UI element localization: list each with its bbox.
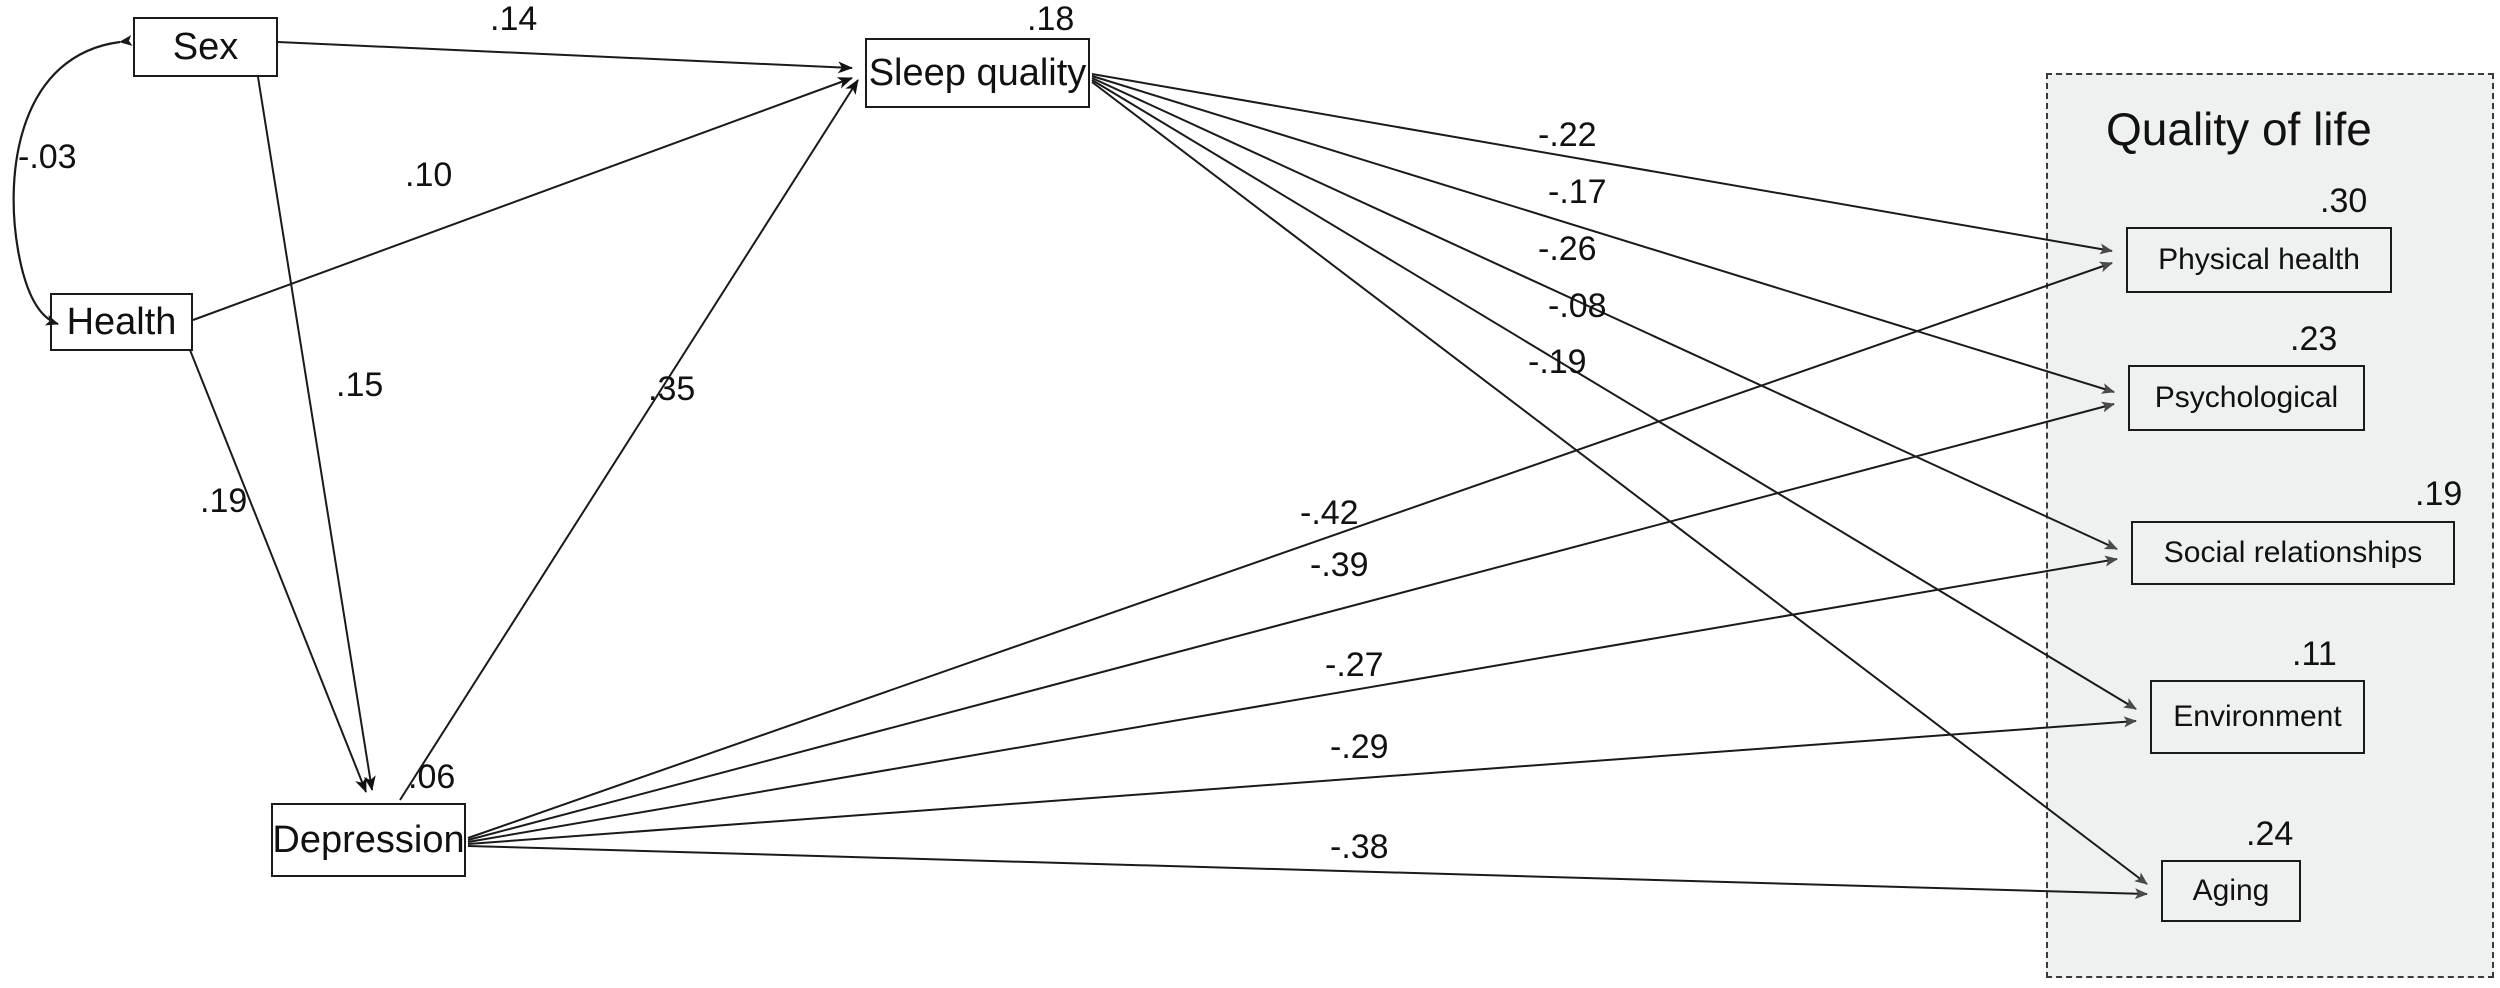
node-aging[interactable]: Aging: [2161, 860, 2301, 922]
path-label-sleep-environment: -.08: [1548, 287, 1607, 325]
edge-depression-environment: [467, 716, 2137, 845]
r2-label-environment: .11: [2292, 635, 2337, 673]
edge-sleep-aging: [1091, 81, 2148, 885]
edge-sleep-physical: [1091, 73, 2113, 255]
path-label-health-sleep: .10: [405, 156, 453, 194]
edge-sex-health-covariance: [12, 34, 133, 326]
r2-label-sleep-quality: .18: [1027, 0, 1075, 38]
node-psychological[interactable]: Psychological: [2128, 365, 2365, 431]
node-sex[interactable]: Sex: [133, 17, 278, 77]
edge-depression-aging: [467, 845, 2148, 900]
path-label-depression-physical: -.42: [1300, 494, 1359, 532]
node-sleep-quality[interactable]: Sleep quality: [865, 38, 1090, 108]
path-label-depression-aging: -.38: [1330, 828, 1389, 866]
edge-depression-social: [467, 555, 2118, 843]
r2-label-social-relationships: .19: [2415, 475, 2463, 513]
edge-sex-sleep: [277, 41, 853, 74]
node-social-relationships[interactable]: Social relationships: [2131, 521, 2455, 585]
path-label-depression-sleep: .35: [648, 370, 696, 408]
node-health[interactable]: Health: [50, 293, 193, 351]
path-label-sleep-physical: -.22: [1538, 116, 1597, 154]
r2-label-psychological: .23: [2290, 320, 2338, 358]
path-label-sex-health-covariance: -.03: [18, 138, 77, 176]
edge-health-depression: [189, 349, 367, 793]
path-label-depression-psychological: -.39: [1310, 546, 1369, 584]
quality-of-life-title: Quality of life: [2106, 103, 2372, 155]
path-label-sleep-social: -.26: [1538, 230, 1597, 268]
edge-depression-physical: [467, 261, 2113, 839]
path-label-depression-environment: -.29: [1330, 728, 1389, 766]
edge-depression-psychological: [467, 401, 2115, 841]
edge-health-sleep: [192, 77, 853, 321]
edge-depression-sleep: [399, 79, 859, 801]
edge-sleep-psychological: [1091, 75, 2115, 394]
path-label-health-depression: .19: [200, 482, 248, 520]
node-depression[interactable]: Depression: [271, 803, 466, 877]
edge-sex-depression: [257, 76, 376, 791]
path-label-sleep-psychological: -.17: [1548, 173, 1607, 211]
r2-label-aging: .24: [2246, 815, 2294, 853]
r2-label-depression: .06: [408, 758, 456, 796]
path-label-sex-sleep: .14: [490, 0, 538, 38]
node-physical-health[interactable]: Physical health: [2126, 227, 2392, 293]
path-label-sex-depression: .15: [336, 366, 384, 404]
edge-sleep-social: [1091, 77, 2118, 550]
edge-sleep-environment: [1091, 79, 2137, 710]
path-label-depression-social: -.27: [1325, 646, 1384, 684]
r2-label-physical-health: .30: [2320, 182, 2368, 220]
path-label-sleep-aging: -.19: [1528, 343, 1587, 381]
node-environment[interactable]: Environment: [2150, 680, 2365, 754]
